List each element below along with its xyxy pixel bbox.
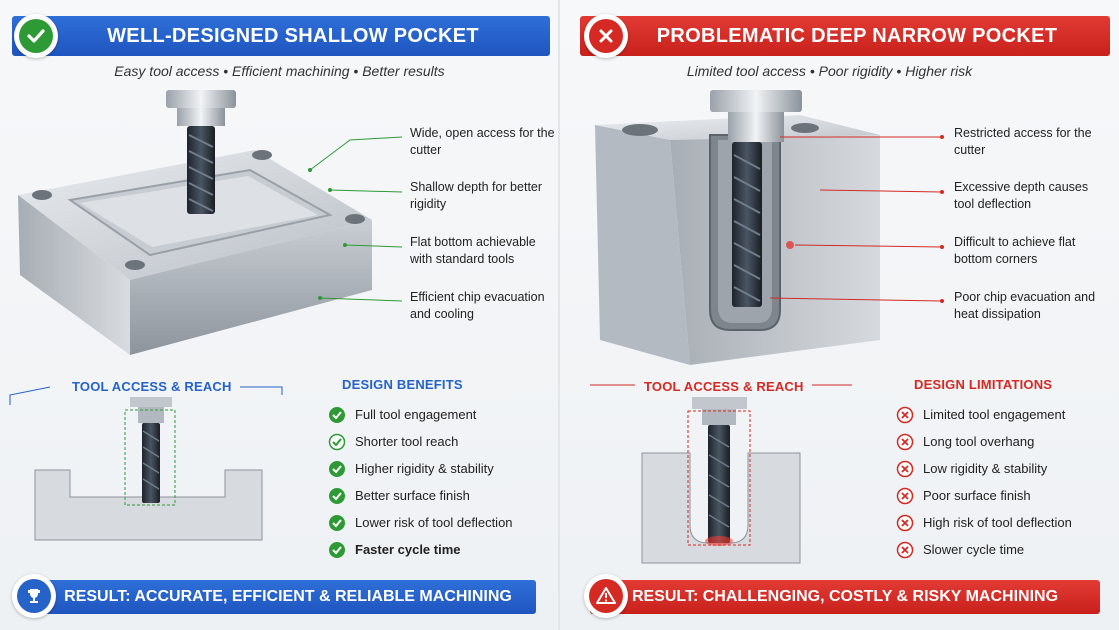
list-item: Low rigidity & stability: [896, 455, 1072, 482]
list-item: Limited tool engagement: [896, 401, 1072, 428]
list-item: Higher rigidity & stability: [328, 455, 513, 482]
right-subtitle: Limited tool access • Poor rigidity • Hi…: [686, 63, 973, 79]
list-item: High risk of tool deflection: [896, 509, 1072, 536]
left-subtitle: Easy tool access • Efficient machining •…: [114, 63, 445, 79]
limitations-list: Limited tool engagement Long tool overha…: [896, 401, 1072, 563]
list-item: Shorter tool reach: [328, 428, 513, 455]
cross-circle-icon: [896, 433, 914, 450]
left-callout-4: Efficient chip evacuation and cooling: [410, 290, 545, 321]
left-callout-1: Wide, open access for the cutter: [410, 126, 555, 157]
benefit-label: Lower risk of tool deflection: [355, 515, 513, 530]
benefits-list: Full tool engagement Shorter tool reach …: [328, 401, 513, 563]
cross-circle-icon: [896, 460, 914, 477]
check-circle-icon: [329, 460, 345, 477]
left-panel-shallow-pocket: WELL-DESIGNED SHALLOW POCKET Easy tool a…: [0, 0, 559, 630]
limitation-label: Limited tool engagement: [923, 407, 1066, 422]
right-callout-1: Restricted access for the cutter: [954, 126, 1092, 157]
cross-circle-icon: [896, 541, 914, 558]
benefit-label: Faster cycle time: [355, 542, 461, 557]
right-reach-title: TOOL ACCESS & REACH: [644, 379, 804, 394]
cross-circle-icon: [896, 406, 914, 423]
list-item: Lower risk of tool deflection: [328, 509, 513, 536]
warning-icon: [584, 574, 628, 618]
right-title: PROBLEMATIC DEEP NARROW POCKET: [656, 24, 1058, 47]
limitations-title: DESIGN LIMITATIONS: [914, 377, 1053, 392]
right-result-text: RESULT: CHALLENGING, COSTLY & RISKY MACH…: [631, 588, 1059, 605]
right-callout-4: Poor chip evacuation and heat dissipatio…: [954, 290, 1096, 321]
cross-circle-icon: [896, 514, 914, 531]
left-reach-title: TOOL ACCESS & REACH: [72, 379, 232, 394]
right-title-banner: PROBLEMATIC DEEP NARROW POCKET: [580, 16, 1110, 56]
shallow-pocket-illustration: [18, 90, 403, 355]
list-item: Faster cycle time: [328, 536, 513, 563]
right-panel-deep-pocket: PROBLEMATIC DEEP NARROW POCKET Limited t…: [560, 0, 1119, 630]
left-result-banner: RESULT: ACCURATE, EFFICIENT & RELIABLE M…: [40, 580, 536, 614]
left-callout-3: Flat bottom achievable with standard too…: [410, 235, 536, 266]
list-item: Full tool engagement: [328, 401, 513, 428]
list-item: Long tool overhang: [896, 428, 1072, 455]
list-item: Poor surface finish: [896, 482, 1072, 509]
benefit-label: Better surface finish: [355, 488, 470, 503]
left-reach-diagram: [9, 386, 283, 541]
limitation-label: Poor surface finish: [923, 488, 1031, 503]
left-callout-2: Shallow depth for better rigidity: [410, 180, 543, 211]
list-item: Slower cycle time: [896, 536, 1072, 563]
right-reach-diagram: [590, 384, 852, 564]
limitation-label: Long tool overhang: [923, 434, 1035, 449]
left-title: WELL-DESIGNED SHALLOW POCKET: [107, 24, 479, 47]
check-circle-icon: [329, 406, 345, 423]
right-result-banner: RESULT: CHALLENGING, COSTLY & RISKY MACH…: [590, 580, 1100, 614]
cross-circle-icon: [896, 487, 914, 504]
left-result-text: RESULT: ACCURATE, EFFICIENT & RELIABLE M…: [64, 588, 512, 605]
left-title-banner: WELL-DESIGNED SHALLOW POCKET: [12, 16, 550, 56]
limitation-label: Slower cycle time: [923, 542, 1025, 557]
limitation-label: High risk of tool deflection: [923, 515, 1072, 530]
check-circle-icon: [329, 514, 345, 531]
check-circle-icon: [328, 433, 346, 450]
benefits-title: DESIGN BENEFITS: [342, 377, 463, 392]
right-callout-2: Excessive depth causes tool deflection: [954, 180, 1089, 211]
limitation-label: Low rigidity & stability: [923, 461, 1048, 476]
trophy-icon: [12, 574, 56, 618]
center-divider: [558, 0, 560, 630]
right-callout-3: Difficult to achieve flat bottom corners: [954, 235, 1076, 266]
benefit-label: Shorter tool reach: [355, 434, 459, 449]
check-badge-icon: [14, 14, 58, 58]
benefit-label: Higher rigidity & stability: [355, 461, 494, 476]
check-circle-icon: [329, 487, 345, 504]
deep-pocket-illustration: [595, 90, 944, 365]
list-item: Better surface finish: [328, 482, 513, 509]
benefit-label: Full tool engagement: [355, 407, 477, 422]
check-circle-icon: [329, 541, 345, 558]
cross-badge-icon: [584, 14, 628, 58]
